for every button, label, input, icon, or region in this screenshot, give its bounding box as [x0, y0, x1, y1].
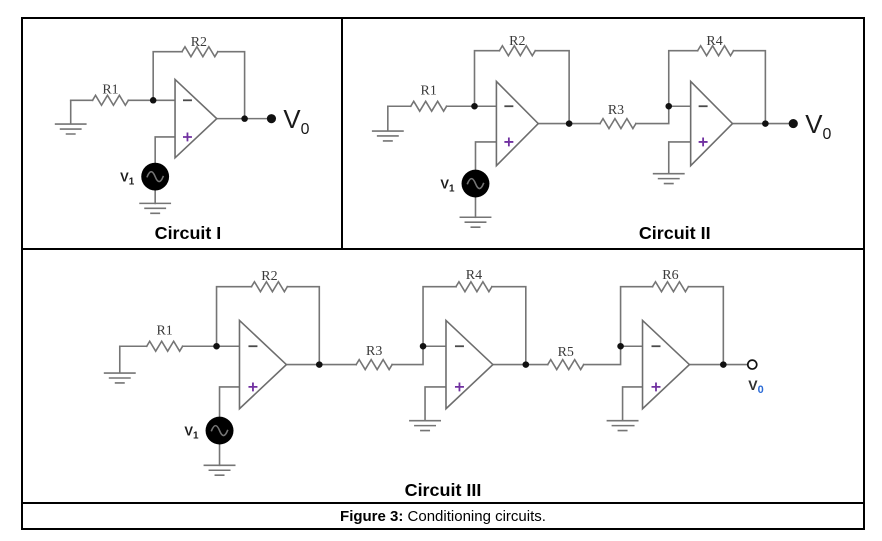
source-circle [205, 416, 234, 445]
opamp2-ground-symbol [409, 419, 442, 432]
sine-icon [466, 177, 485, 190]
figure-caption: Figure 3: Conditioning circuits. [340, 508, 546, 525]
circuit2-cell: R1 R2 R3 R4 V1 V0 Circuit II [343, 19, 863, 248]
resistor-r1 [91, 93, 130, 107]
figure-frame: R1 R2 V1 V0 Circuit I [21, 17, 865, 530]
resistor-label-r2: R2 [509, 34, 525, 49]
sine-icon [210, 424, 229, 437]
junction-dot [720, 361, 727, 368]
vout-label: V0 [805, 111, 831, 143]
resistor-r2 [498, 44, 537, 58]
opamp-triangle [689, 79, 734, 168]
junction-dot [419, 342, 427, 350]
resistor-r1 [409, 99, 448, 113]
circuit2-diagram: R1 R2 R3 R4 V1 V0 Circuit II [371, 34, 832, 243]
output-terminal [788, 119, 798, 129]
vout-label: V0 [283, 106, 309, 138]
plus-input-icon [182, 132, 192, 142]
source-circle [141, 162, 170, 191]
circuit3-diagram: R1 R2 R3 R4 R5 R6 V1 V0 Circuit III [103, 268, 764, 500]
resistor-label-r3: R3 [608, 103, 624, 118]
source-label: V1 [184, 424, 199, 442]
top-row: R1 R2 V1 V0 Circuit I [23, 19, 863, 250]
vout-label: V0 [748, 377, 763, 396]
resistor-label-r4: R4 [466, 268, 482, 283]
circuit1-cell: R1 R2 V1 V0 Circuit I [23, 19, 343, 248]
plus-input-icon [454, 382, 464, 392]
sine-icon [146, 170, 165, 183]
circuit2-title: Circuit II [639, 223, 711, 243]
resistor-label-r2: R2 [191, 35, 207, 50]
plus-input-icon [698, 137, 708, 147]
opamp2-ground-symbol [652, 172, 685, 185]
caption-row: Figure 3: Conditioning circuits. [23, 504, 863, 528]
junction-dot [471, 102, 478, 110]
caption-text: Conditioning circuits. [403, 507, 546, 525]
plus-input-icon [248, 382, 258, 392]
resistor-r1 [145, 339, 184, 353]
source-ground-symbol [459, 216, 492, 228]
opamp-triangle [495, 79, 540, 168]
resistor-label-r3: R3 [366, 344, 382, 359]
circuit3-cell: R1 R2 R3 R4 R5 R6 V1 V0 Circuit III [23, 250, 863, 504]
junction-dot [665, 102, 673, 110]
circuit1-title: Circuit I [155, 223, 222, 243]
source-circle [461, 169, 490, 198]
caption-label: Figure 3: [340, 507, 404, 525]
junction-dot [316, 361, 323, 368]
plus-input-icon [651, 382, 661, 392]
opamp3-ground-symbol [606, 419, 639, 432]
junction-dot [617, 342, 624, 350]
junction-dot [565, 120, 573, 127]
resistor-r5 [546, 358, 585, 372]
resistor-r6 [651, 280, 690, 294]
junction-dot [149, 97, 157, 104]
resistor-label-r1: R1 [421, 83, 437, 98]
source-label: V1 [120, 170, 135, 188]
resistor-r3 [598, 117, 637, 131]
wires [69, 50, 269, 205]
opamp-triangle [641, 318, 691, 411]
resistor-r3 [355, 358, 394, 372]
resistor-label-r2: R2 [261, 269, 277, 284]
opamp-triangle [238, 318, 288, 411]
ground-symbol [54, 100, 87, 135]
wires [118, 285, 749, 467]
resistor-r2 [180, 45, 219, 59]
output-terminal-open [746, 359, 758, 370]
opamp-triangle [445, 318, 495, 411]
plus-input-icon [504, 137, 514, 147]
junction-dot [213, 342, 220, 350]
junction-dot [522, 361, 530, 368]
resistor-label-r6: R6 [662, 268, 678, 283]
resistor-r4 [696, 44, 735, 58]
output-terminal [266, 114, 277, 124]
junction-dot [762, 120, 769, 127]
source-ground-symbol [203, 464, 236, 477]
circuit1-diagram: R1 R2 V1 V0 Circuit I [54, 35, 310, 243]
opamp-triangle [174, 77, 218, 160]
wires [387, 49, 790, 219]
source-label: V1 [440, 177, 455, 195]
resistor-label-r1: R1 [102, 82, 118, 97]
junction-dot [241, 115, 248, 122]
resistor-label-r1: R1 [157, 323, 173, 338]
ground-symbol [371, 106, 404, 142]
resistor-label-r5: R5 [558, 345, 574, 360]
source-ground-symbol [139, 202, 172, 215]
resistor-r2 [250, 280, 289, 294]
resistor-r4 [454, 280, 493, 294]
circuit3-title: Circuit III [405, 480, 482, 500]
resistor-label-r4: R4 [706, 34, 722, 49]
ground-symbol [103, 346, 136, 384]
